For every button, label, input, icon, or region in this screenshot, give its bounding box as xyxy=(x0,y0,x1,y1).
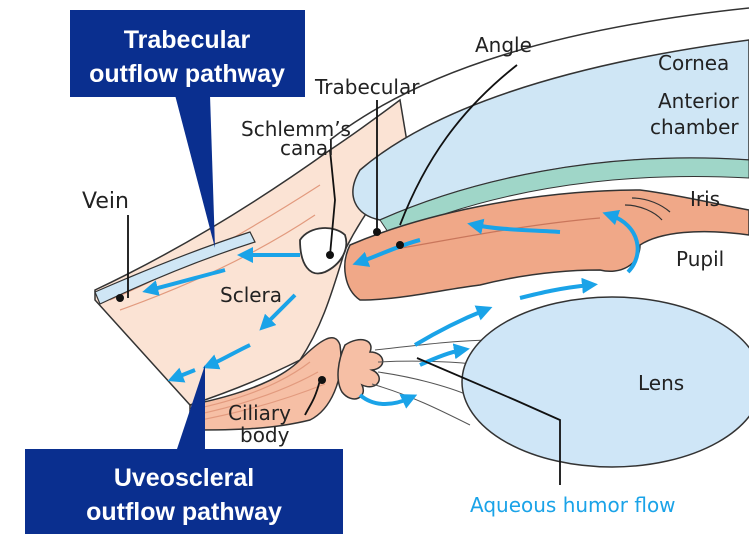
ciliary-processes xyxy=(338,340,383,399)
lens-shape xyxy=(462,297,749,467)
uveoscleral-callout-line1: Uveoscleral xyxy=(114,464,254,492)
trabecular-callout-line1: Trabecular xyxy=(124,26,251,54)
trabecular-callout-pointer xyxy=(175,95,215,248)
anterior-chamber-label-line1: Anterior xyxy=(658,89,740,113)
anterior-chamber-label-line2: chamber xyxy=(650,115,739,139)
angle-label: Angle xyxy=(475,33,532,57)
trabecular-callout-line2: outflow pathway xyxy=(89,60,285,88)
vein-label: Vein xyxy=(82,189,129,214)
uveoscleral-callout-line2: outflow pathway xyxy=(86,498,282,526)
lens-label: Lens xyxy=(638,371,684,395)
cornea-label: Cornea xyxy=(658,51,729,75)
ciliary-body-label-line1: Ciliary xyxy=(228,401,291,425)
iris-label: Iris xyxy=(690,187,720,211)
trabecular-label: Trabecular xyxy=(314,75,420,99)
ciliary-body-label-line2: body xyxy=(240,423,290,447)
sclera-label: Sclera xyxy=(220,283,282,307)
schlemms-canal-label-line2: canal xyxy=(280,136,334,160)
aqueous-humor-flow-label: Aqueous humor flow xyxy=(470,493,676,517)
pupil-label: Pupil xyxy=(676,247,724,271)
